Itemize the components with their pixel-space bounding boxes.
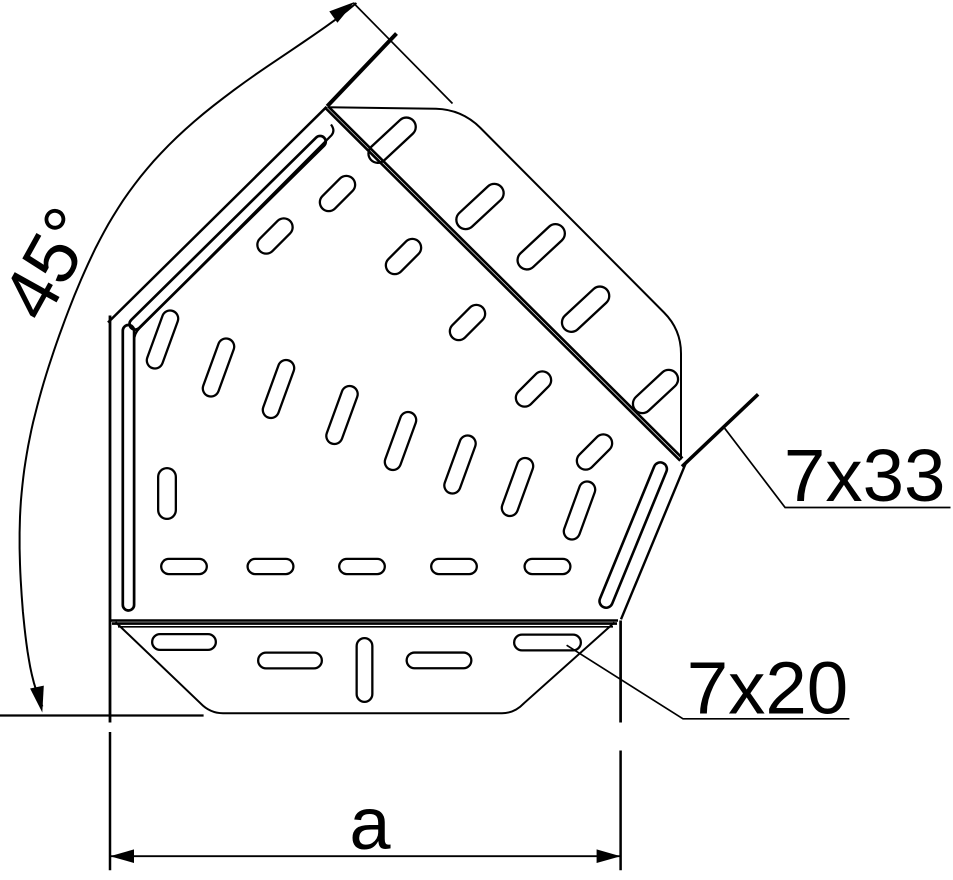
svg-text:45°: 45° — [0, 194, 113, 333]
svg-text:a: a — [349, 782, 391, 865]
svg-text:7x33: 7x33 — [784, 434, 946, 517]
svg-text:7x20: 7x20 — [687, 646, 849, 729]
